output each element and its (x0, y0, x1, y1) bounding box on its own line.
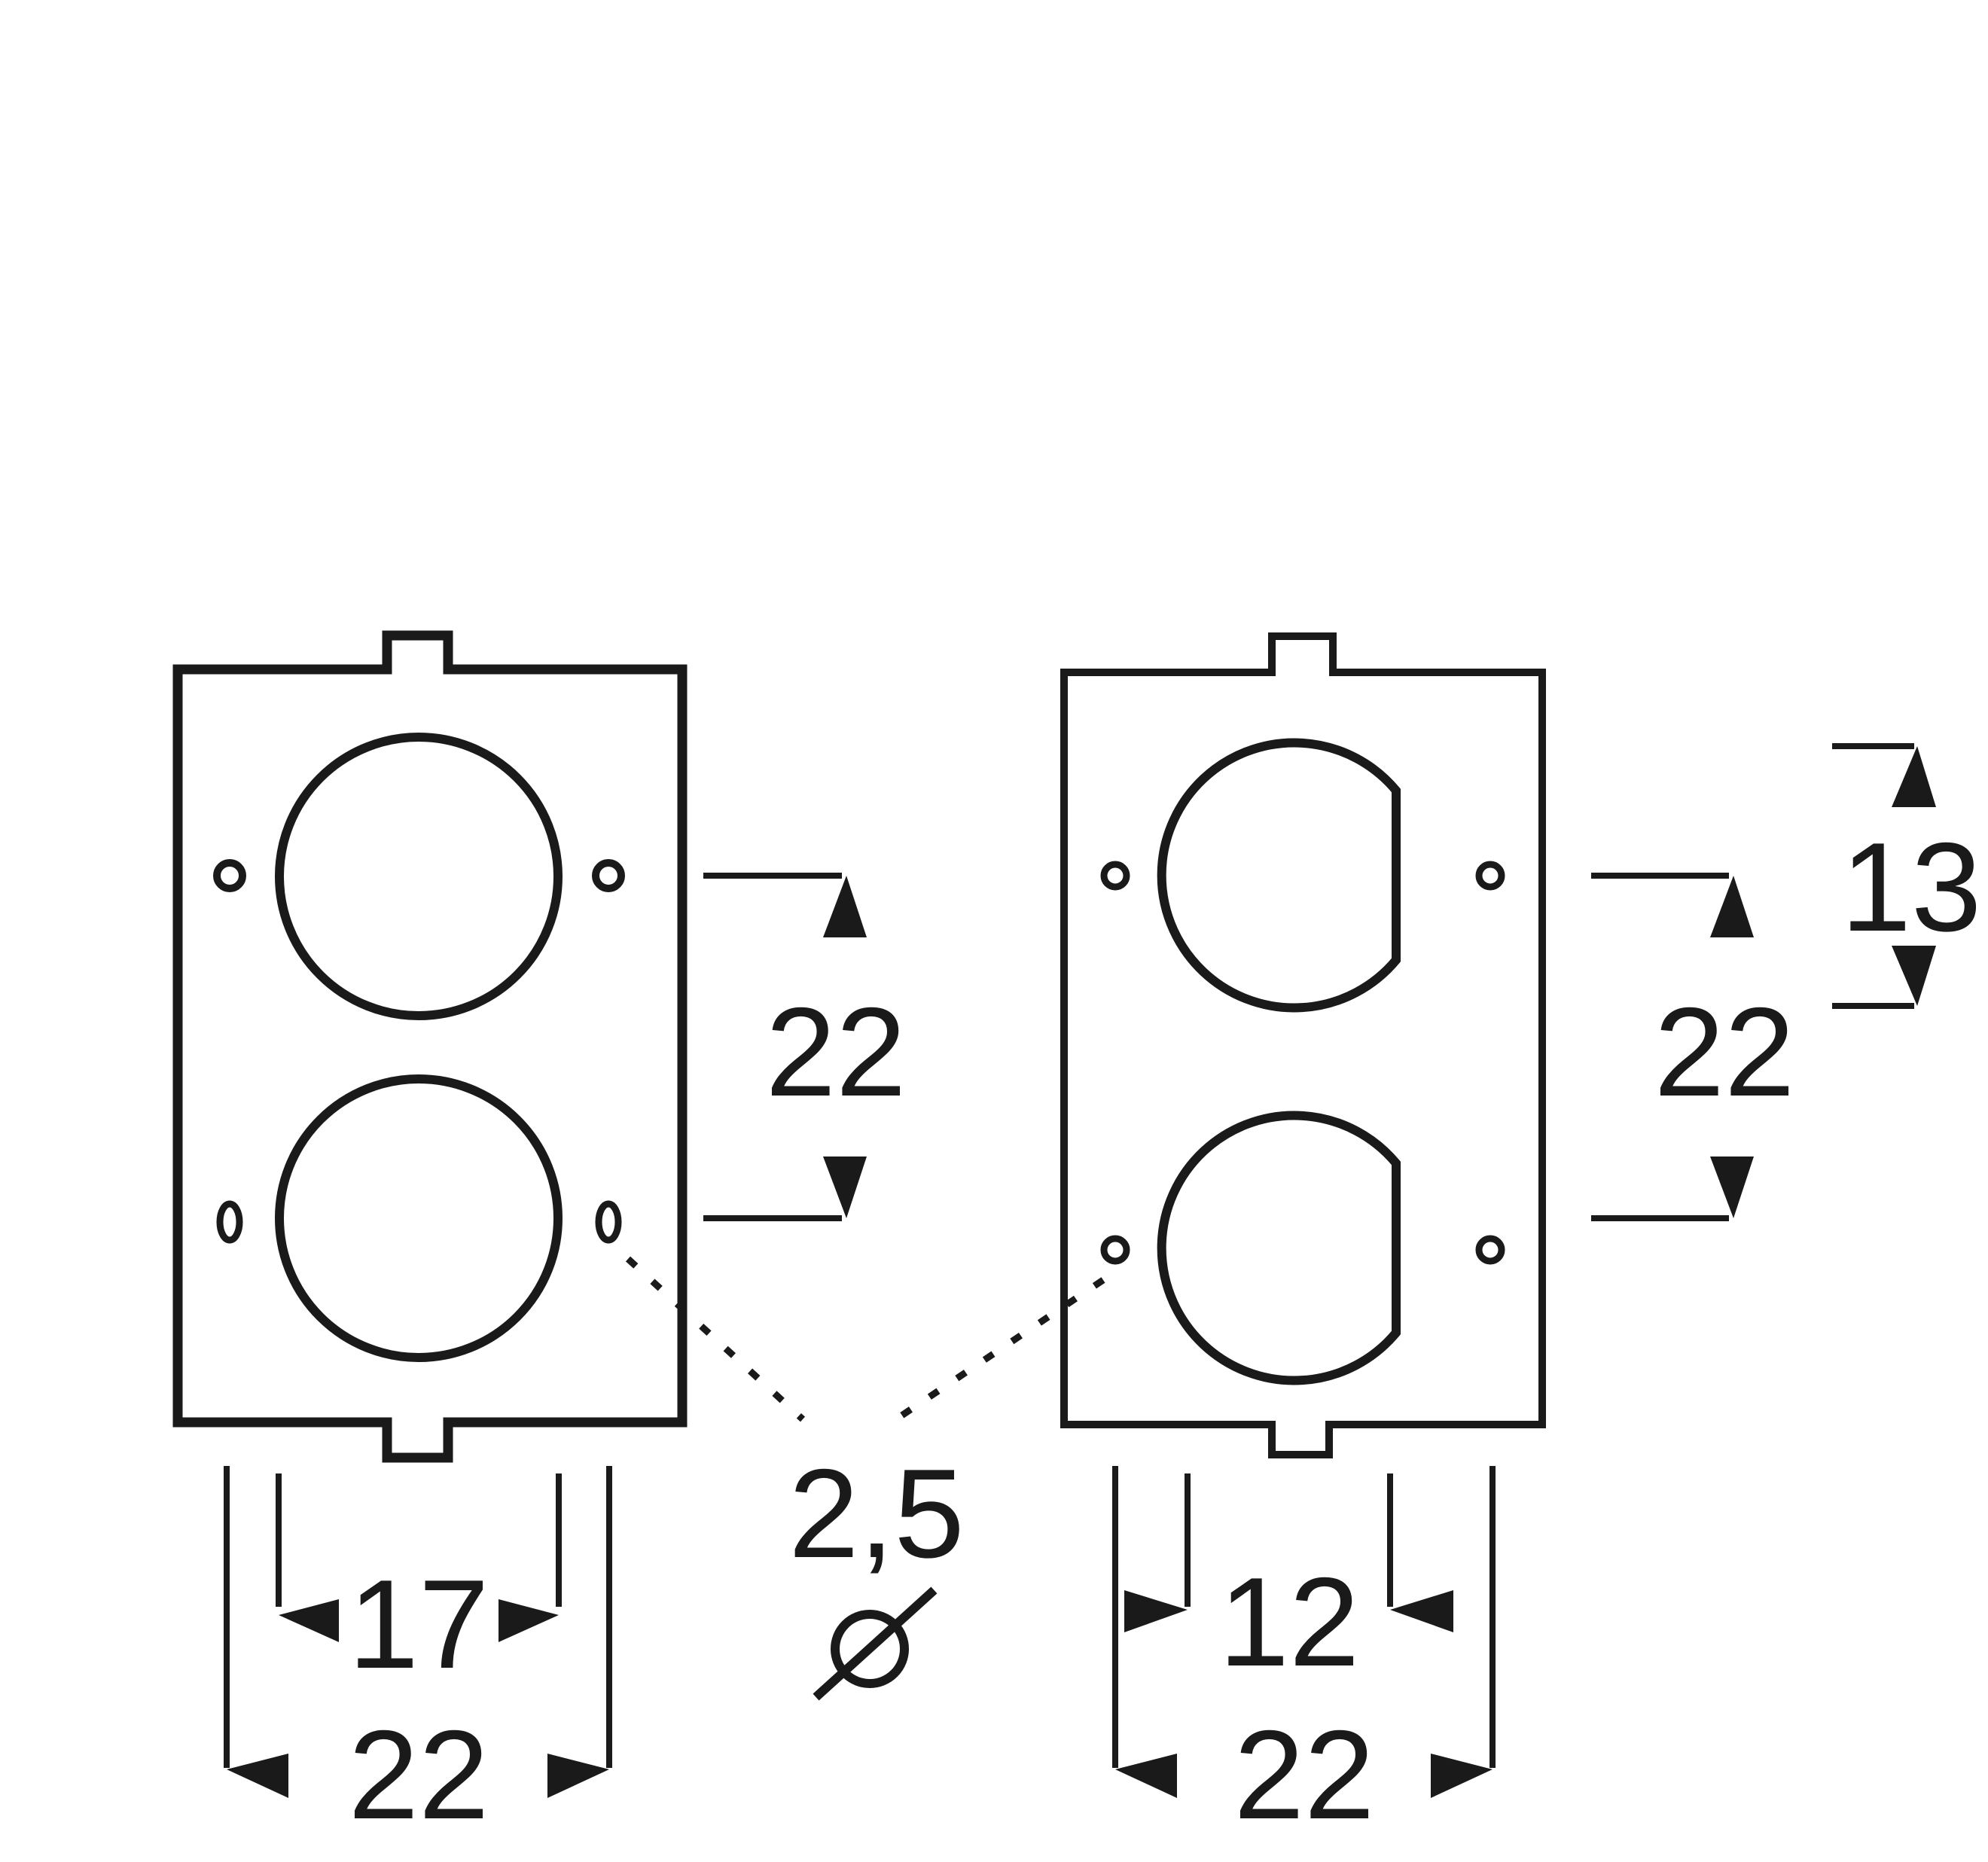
flat-depth-label: 13 (1841, 816, 1982, 958)
screw-hole-icon (1100, 861, 1130, 891)
arrow-right-icon (1431, 1754, 1493, 1798)
left-inner-width-label: 17 (349, 1553, 489, 1695)
left-width-dimensions: 17 22 (224, 1466, 612, 1845)
left-upper-cutout (275, 733, 563, 1020)
right-width-dimensions: 12 22 (1112, 1466, 1496, 1845)
left-outer-width-label: 22 (349, 1704, 489, 1845)
arrow-down-icon (823, 1157, 867, 1218)
arrow-up-icon (1892, 746, 1936, 807)
flat-depth-dimension: 13 (1832, 743, 1982, 1009)
arrow-down-icon (1710, 1157, 1754, 1218)
right-hole-pitch-dimension: 22 (1591, 873, 1795, 1221)
screw-hole-icon (1475, 1235, 1505, 1265)
arrow-up-icon (823, 876, 867, 937)
screw-slot-icon (216, 1200, 243, 1244)
right-upper-cutout (1157, 738, 1401, 1013)
screw-slot-icon (595, 1200, 622, 1244)
screw-hole-icon (1100, 1235, 1130, 1265)
screw-hole-icon (213, 859, 246, 892)
screw-hole-icon (1475, 861, 1505, 891)
screw-hole-diameter-label: 2,5 (788, 1443, 965, 1584)
arrow-right-icon (499, 1599, 559, 1642)
left-plate-outline (172, 630, 688, 1463)
arrow-left-icon (279, 1599, 339, 1642)
diameter-symbol-icon (813, 1586, 938, 1701)
arrow-left-icon (227, 1754, 288, 1798)
screw-hole-diameter-callout: 2,5 (625, 1256, 1105, 1701)
right-plate-outline (1060, 632, 1546, 1458)
screw-hole-icon (592, 859, 625, 892)
arrow-left-icon (1390, 1590, 1453, 1632)
right-plate (1060, 632, 1546, 1458)
right-lower-cutout (1157, 1111, 1401, 1385)
right-outer-width-label: 22 (1234, 1704, 1375, 1845)
right-hole-pitch-label: 22 (1654, 981, 1795, 1123)
right-inner-width-label: 12 (1219, 1551, 1360, 1693)
arrow-right-icon (1124, 1590, 1188, 1632)
arrow-left-icon (1115, 1754, 1177, 1798)
left-lower-cutout (275, 1074, 563, 1362)
arrow-right-icon (547, 1754, 609, 1798)
left-hole-pitch-dimension: 22 (703, 873, 907, 1221)
leader-line (625, 1256, 806, 1422)
left-plate (172, 630, 688, 1463)
leader-line (894, 1277, 1105, 1422)
arrow-up-icon (1710, 876, 1754, 937)
left-hole-pitch-label: 22 (766, 981, 907, 1123)
arrow-down-icon (1892, 946, 1936, 1006)
